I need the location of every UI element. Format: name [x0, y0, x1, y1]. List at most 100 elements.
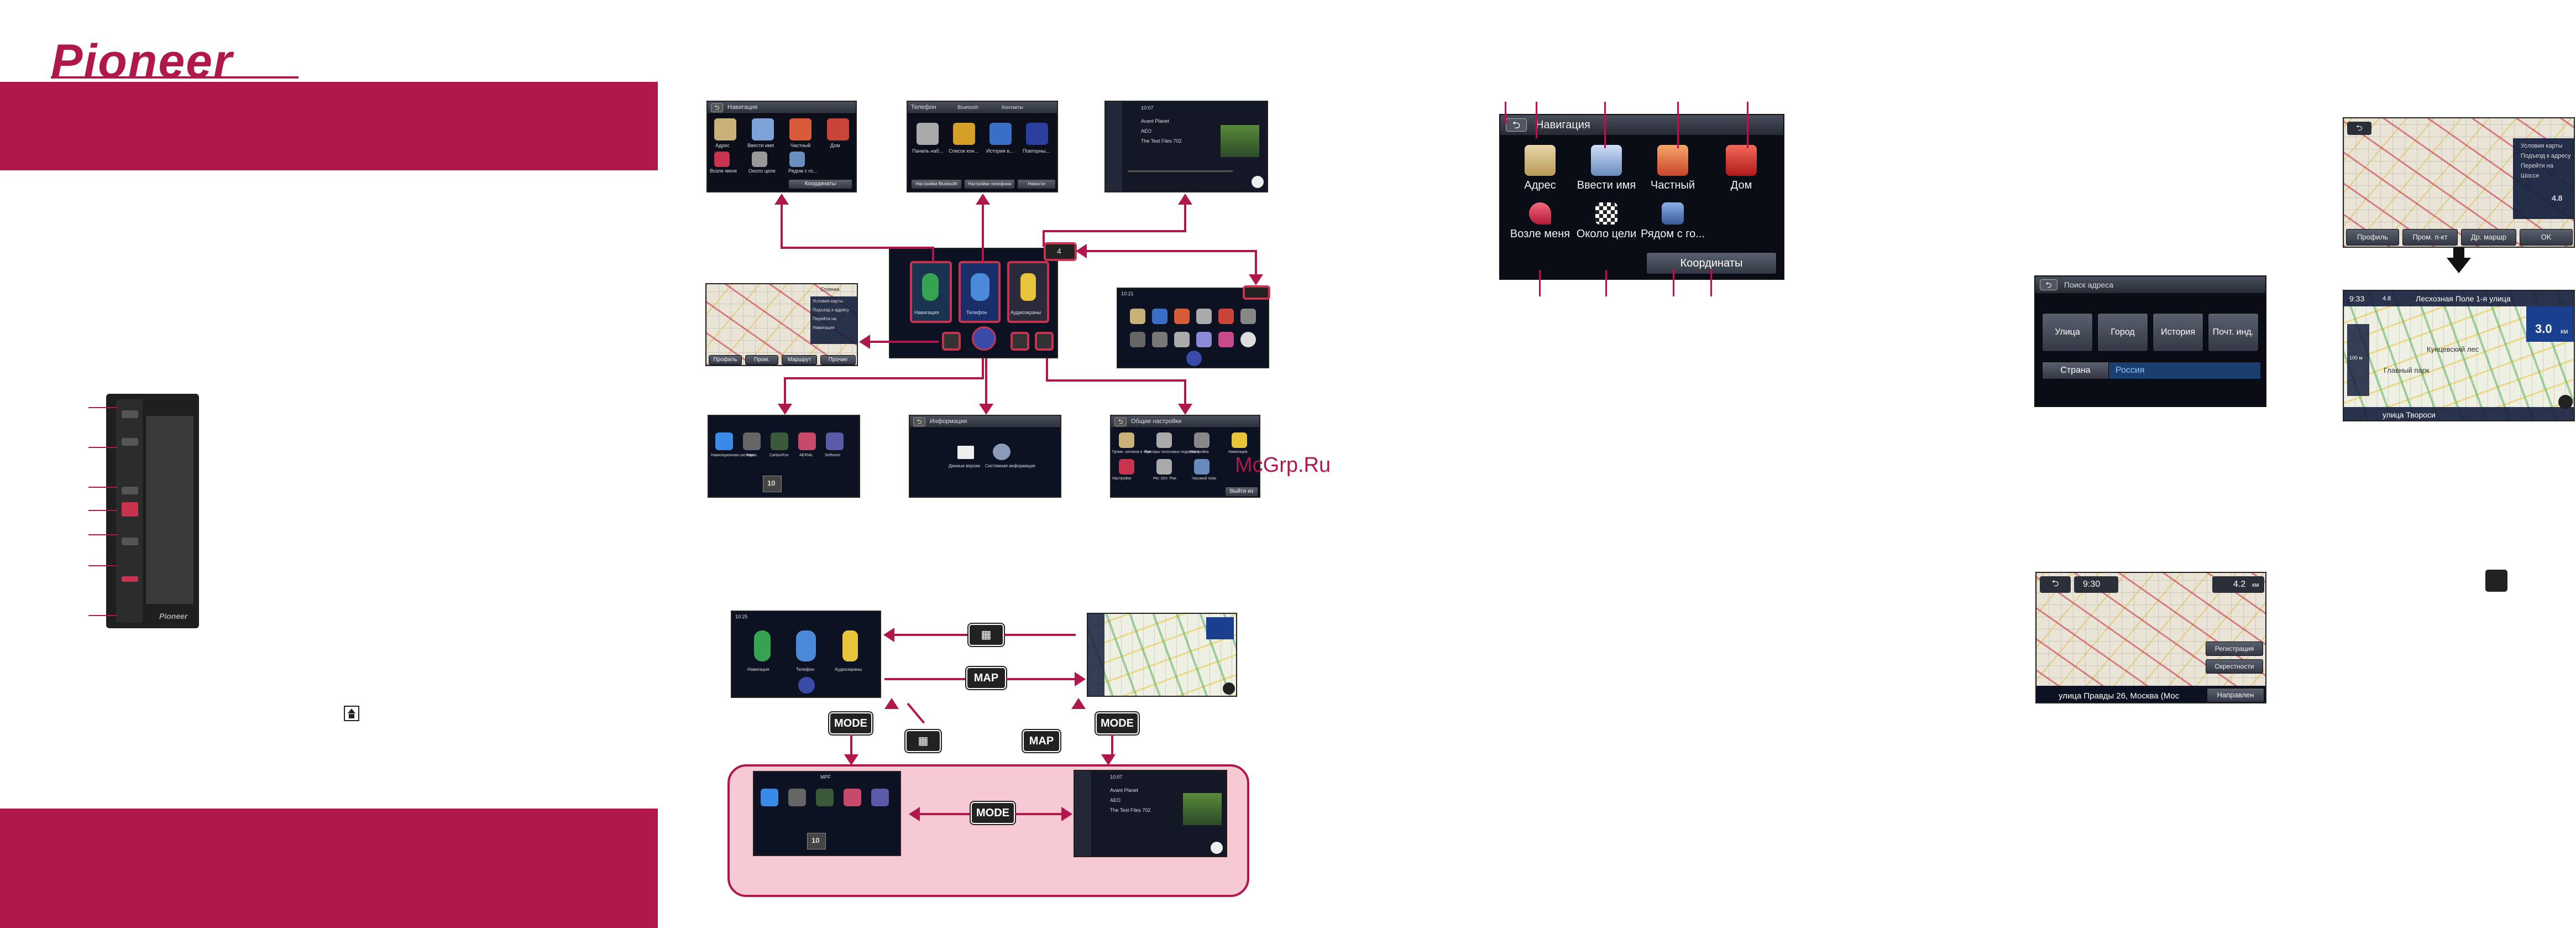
settings-label: Повторы голосовых подсказок	[1144, 450, 1199, 454]
nav-item-label: Около цели	[1576, 228, 1637, 240]
exit-button: Выйти из	[1225, 487, 1258, 497]
dialpad-icon	[917, 123, 939, 145]
track-artist: AEO	[1141, 128, 1152, 134]
back-icon: ⮌	[711, 103, 723, 112]
info-label: Системная информация	[985, 463, 1035, 468]
country-label: Страна	[2043, 362, 2109, 379]
guidance-top-bar	[2344, 291, 2574, 306]
callout-pin	[1677, 102, 1679, 148]
bottom-street-bar	[2344, 407, 2574, 420]
map-area-label: Кунцевский лес	[2427, 345, 2479, 353]
mode-home-screen: 10:25 Навигация Телефон Аудиоэкраны	[731, 611, 881, 698]
other-route-button: Др. маршр	[2461, 229, 2516, 246]
thumb-label: Панель наб...	[912, 148, 944, 154]
magnifier-icon	[1591, 145, 1622, 176]
aerial-icon	[798, 432, 816, 450]
nav-item-address: Адрес	[1507, 145, 1573, 192]
audio-sidebar	[1075, 771, 1091, 856]
hardware-button-highlight	[122, 576, 138, 582]
connector	[1083, 250, 1256, 252]
turn-distance: 3.0	[2535, 322, 2552, 336]
app-count: 10	[767, 479, 776, 487]
map-button: Маршрут	[782, 355, 817, 365]
app-icon	[1240, 332, 1256, 347]
app-icon	[1130, 332, 1145, 347]
thumb-label: Адрес	[715, 143, 730, 148]
connector	[1184, 379, 1186, 405]
track-album: The Test Files 702	[1110, 807, 1151, 813]
app-label: Карта	[746, 453, 757, 457]
app-label: Навигационная система	[711, 453, 755, 457]
nav-system-icon	[715, 432, 733, 450]
apps-screen: Навигационная система Карта CarbonFox AE…	[708, 415, 860, 498]
connector	[850, 734, 852, 755]
street-button: Улица	[2042, 313, 2093, 352]
route-button: Направлен	[2207, 688, 2264, 702]
thumb-time: 10:07	[1110, 774, 1123, 780]
arrow-down	[1249, 274, 1263, 285]
navigation-menu-screen: ⮌ Навигация Адрес Ввести имя Частный Дом…	[1499, 114, 1784, 280]
history-icon	[989, 123, 1012, 145]
back-icon: ⮌	[2040, 576, 2071, 593]
settings-icon	[1119, 459, 1134, 475]
turn-arrow-panel	[2526, 306, 2574, 342]
register-button: Регистрация	[2206, 642, 2263, 656]
nav-menu-title: Навигация	[1536, 119, 1590, 131]
carbonfox-icon	[816, 789, 834, 806]
trash-icon	[2485, 570, 2507, 592]
settings-label: Настройка	[1190, 450, 1209, 454]
device-brand-mark: Pioneer	[159, 612, 188, 621]
track-title: Avant Planet	[1141, 118, 1169, 124]
info-button-highlight	[1010, 332, 1029, 351]
app-icon	[1174, 309, 1190, 324]
app-label: CarbonFox	[769, 453, 789, 457]
app-icon	[1152, 309, 1167, 324]
arrow-down	[1178, 404, 1192, 415]
near-city-icon	[789, 152, 805, 167]
map-button: Пром.	[745, 355, 778, 365]
settings-button-highlight	[1035, 332, 1054, 351]
connector	[1184, 205, 1186, 231]
callout-line	[88, 534, 117, 535]
connector	[884, 678, 966, 680]
tile-label: Аудиоэкраны	[1010, 310, 1041, 315]
nav-item-enter-name: Ввести имя	[1573, 145, 1640, 192]
nearby-button: Окрестности	[2206, 659, 2263, 674]
hardware-button	[122, 438, 138, 446]
arrow-down	[1101, 754, 1116, 765]
hardware-button-highlight	[122, 502, 138, 517]
thumb-label: История в...	[986, 148, 1014, 154]
hardware-button	[122, 538, 138, 545]
connector	[1255, 250, 1257, 275]
menu-item: Перейти на	[813, 316, 836, 321]
connector	[1111, 734, 1113, 755]
arrow-up	[774, 194, 789, 205]
nav-system-icon	[761, 789, 778, 806]
turn-distance-unit: км	[2561, 327, 2568, 335]
arrow-left	[883, 628, 894, 642]
badge-highlight-right	[1243, 285, 1270, 300]
address-search-screen: ⮌ Поиск адреса Улица Город История Почт.…	[2034, 275, 2266, 407]
route-distance-unit: км	[2252, 582, 2259, 588]
mode-key: MODE	[1095, 711, 1140, 736]
settings-label: Настройки	[1112, 477, 1132, 481]
city-button: Город	[2097, 313, 2148, 352]
callout-pin	[1747, 102, 1748, 148]
app-icon	[1174, 332, 1190, 347]
waypoint-button: Пром. п-кт	[2402, 229, 2458, 246]
time-box	[2074, 576, 2118, 593]
progress-bar	[1128, 170, 1233, 172]
track-title: Avant Planet	[1110, 788, 1138, 793]
head-unit-photo: Pioneer	[106, 394, 199, 628]
badge-count: 4	[1057, 247, 1061, 256]
connector	[893, 634, 968, 636]
grid-key-icon: ▦	[904, 729, 942, 753]
route-info-item: Шоссе	[2521, 173, 2540, 179]
music-note-icon	[842, 630, 858, 661]
route-info-item: Перейти на	[2521, 163, 2553, 169]
route-info-item: Подъезд к адресу	[2521, 153, 2571, 159]
callout-line	[88, 565, 117, 566]
thumb-time: MPF	[820, 774, 831, 780]
favorites-icon	[1657, 145, 1688, 176]
callout-line	[88, 407, 117, 408]
